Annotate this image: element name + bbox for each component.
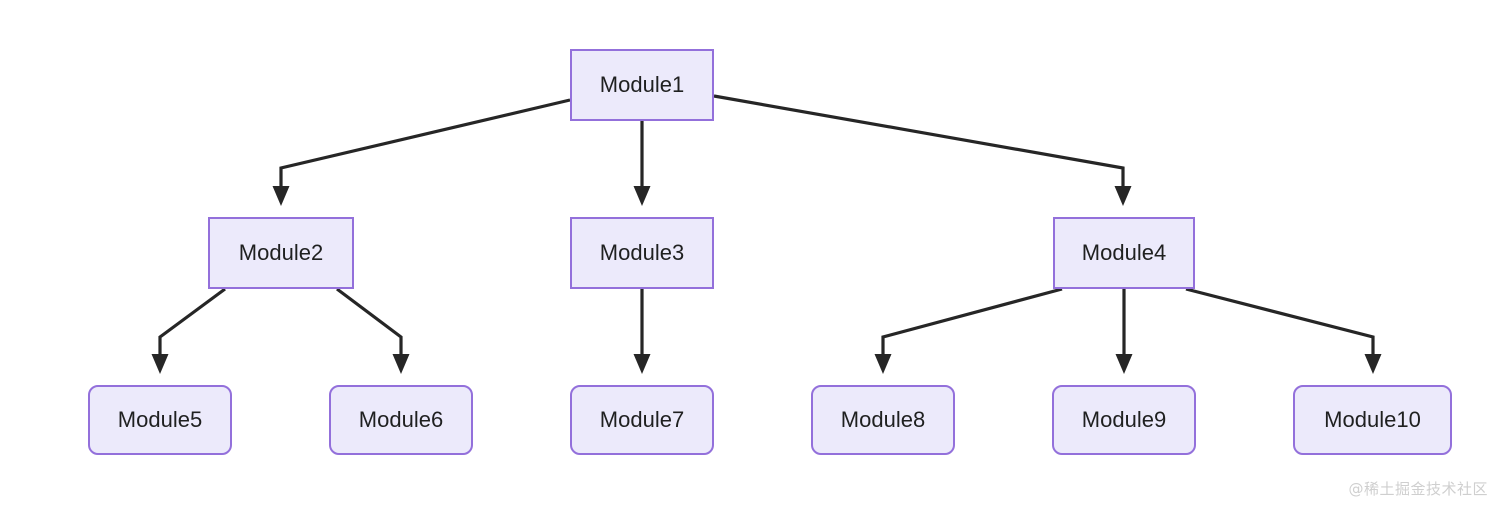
edge-line: [713, 94, 1125, 186]
edge-module4-to-module9: [1115, 289, 1133, 374]
node-label: Module9: [1082, 407, 1166, 432]
node-module2[interactable]: Module2: [208, 217, 354, 289]
node-module8[interactable]: Module8: [811, 385, 955, 455]
node-label: Module7: [600, 407, 684, 432]
edge-module3-to-module7: [633, 289, 651, 374]
arrow-head-icon: [151, 354, 169, 374]
arrow-head-icon: [874, 354, 892, 374]
node-box[interactable]: [570, 217, 714, 289]
edges-layer: [151, 94, 1382, 374]
node-label: Module4: [1082, 240, 1166, 265]
node-module3[interactable]: Module3: [570, 217, 714, 289]
node-box[interactable]: [811, 385, 955, 455]
edge-line: [1185, 287, 1375, 354]
node-box[interactable]: [1293, 385, 1452, 455]
node-module7[interactable]: Module7: [570, 385, 714, 455]
node-box[interactable]: [570, 49, 714, 121]
edge-module1-to-module4: [713, 94, 1132, 206]
edge-line: [158, 287, 226, 354]
watermark-label: @稀土掘金技术社区: [1348, 480, 1488, 498]
node-label: Module8: [841, 407, 925, 432]
edge-module4-to-module8: [874, 287, 1063, 374]
arrow-head-icon: [633, 354, 651, 374]
edge-line: [336, 287, 403, 354]
node-label: Module5: [118, 407, 202, 432]
edge-module2-to-module5: [151, 287, 226, 374]
arrow-head-icon: [1115, 354, 1133, 374]
edge-module2-to-module6: [336, 287, 410, 374]
node-box[interactable]: [329, 385, 473, 455]
edge-line: [881, 287, 1063, 354]
edge-module1-to-module3: [633, 121, 651, 206]
arrow-head-icon: [633, 186, 651, 206]
node-module1[interactable]: Module1: [570, 49, 714, 121]
arrow-head-icon: [1114, 186, 1132, 206]
node-module9[interactable]: Module9: [1052, 385, 1196, 455]
edge-line: [279, 98, 571, 186]
node-box[interactable]: [208, 217, 354, 289]
node-box[interactable]: [1052, 385, 1196, 455]
node-box[interactable]: [570, 385, 714, 455]
arrow-head-icon: [392, 354, 410, 374]
node-box[interactable]: [1053, 217, 1195, 289]
node-label: Module1: [600, 72, 684, 97]
node-module6[interactable]: Module6: [329, 385, 473, 455]
node-module4[interactable]: Module4: [1053, 217, 1195, 289]
node-module10[interactable]: Module10: [1293, 385, 1452, 455]
arrow-head-icon: [1364, 354, 1382, 374]
node-module5[interactable]: Module5: [88, 385, 232, 455]
node-label: Module3: [600, 240, 684, 265]
edge-module4-to-module10: [1185, 287, 1382, 374]
edge-module1-to-module2: [272, 98, 571, 206]
node-label: Module10: [1324, 407, 1421, 432]
node-label: Module2: [239, 240, 323, 265]
node-box[interactable]: [88, 385, 232, 455]
arrow-head-icon: [272, 186, 290, 206]
node-label: Module6: [359, 407, 443, 432]
